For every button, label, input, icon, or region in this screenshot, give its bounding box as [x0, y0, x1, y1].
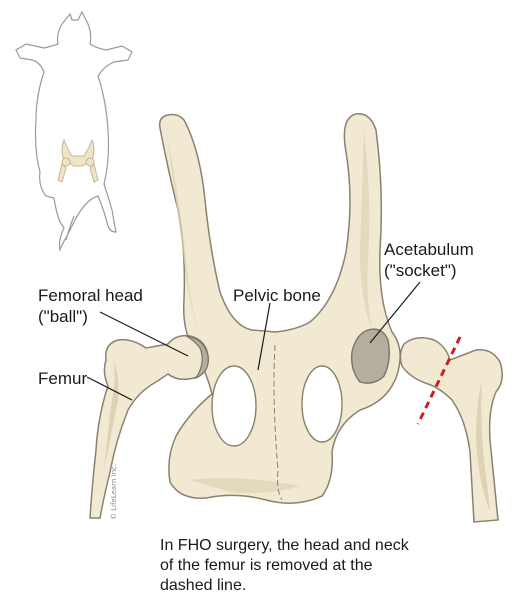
caption-line1: In FHO surgery, the head and neck — [160, 537, 409, 554]
caption-line3: dashed line. — [160, 577, 247, 594]
osteotomy-cut-line — [416, 336, 462, 425]
cat-pelvis-thumbnail — [57, 138, 99, 183]
label-femur: Femur — [38, 369, 88, 388]
caption: In FHO surgery, the head and neck of the… — [160, 536, 500, 596]
copyright-credit: © LifeLearn Inc. — [110, 463, 118, 520]
leader-lines — [86, 281, 421, 401]
left-femur-drawing — [89, 334, 209, 519]
label-acetabulum-line2: ("socket") — [384, 261, 457, 280]
caption-line2: of the femur is removed at the — [160, 557, 373, 574]
right-femur-drawing — [399, 337, 503, 523]
obturator-foramen-right — [301, 365, 343, 443]
label-acetabulum: Acetabulum ("socket") — [384, 239, 474, 281]
leader-femoral-head — [99, 311, 189, 357]
left-femur — [89, 334, 209, 519]
label-femoral-head: Femoral head ("ball") — [38, 285, 143, 327]
leader-acetabulum — [369, 281, 421, 344]
label-acetabulum-line1: Acetabulum — [384, 240, 474, 259]
pelvic-bone-drawing — [158, 113, 401, 504]
pelvic-symphysis — [273, 344, 283, 501]
acetabulum-cartilage — [350, 328, 391, 384]
left-femur-shading — [104, 360, 119, 470]
obturator-foramen-left — [211, 365, 257, 447]
left-femoral-head-cartilage — [185, 335, 209, 380]
cat-outline-thumbnail — [15, 10, 133, 253]
label-femoral-head-line1: Femoral head — [38, 286, 143, 305]
right-femur-shading — [476, 380, 490, 512]
leader-pelvic-bone — [257, 302, 271, 371]
label-femoral-head-line2: ("ball") — [38, 307, 88, 326]
leader-femur — [86, 376, 133, 401]
label-pelvic-bone: Pelvic bone — [233, 286, 321, 305]
